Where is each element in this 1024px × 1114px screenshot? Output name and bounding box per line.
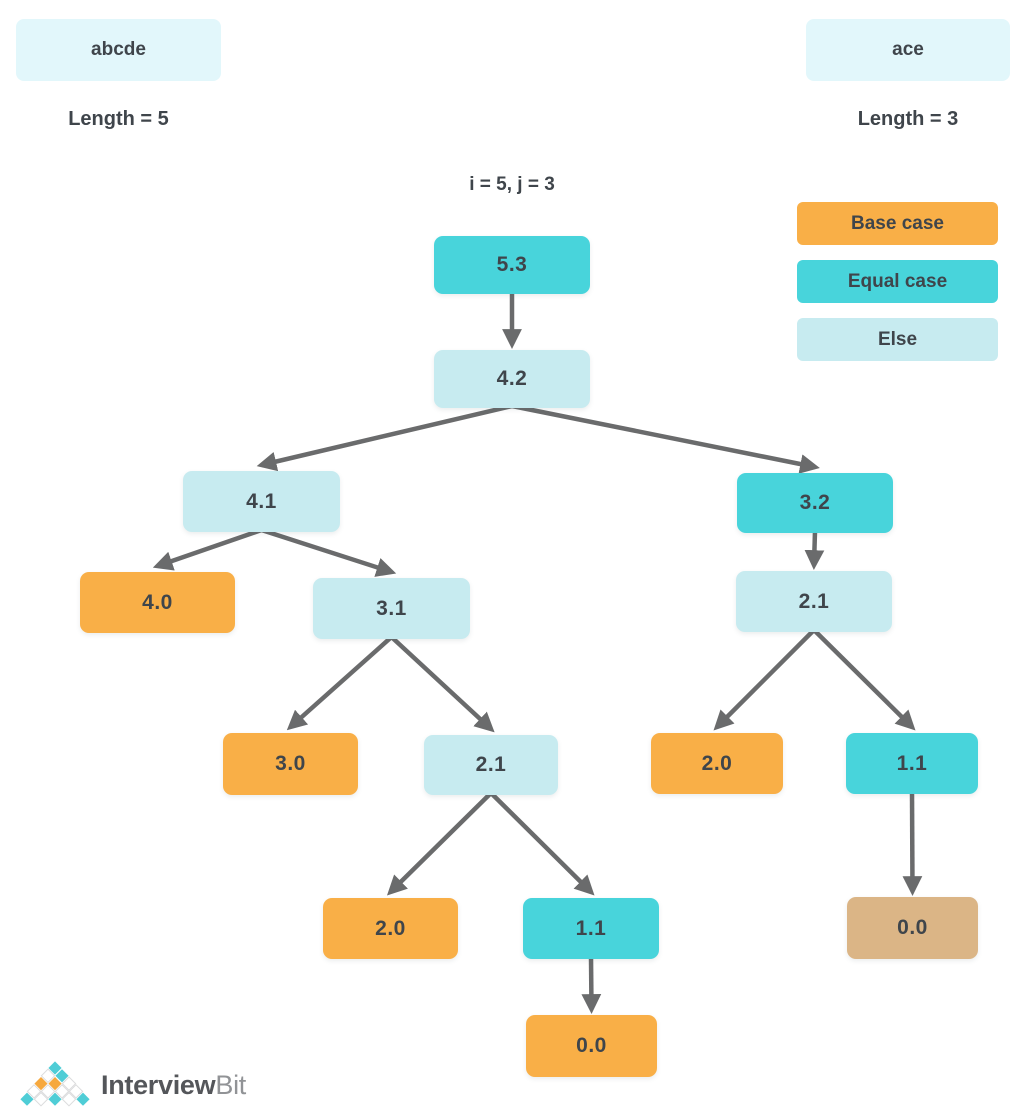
logo-diamond-teal (55, 1069, 69, 1083)
logo-diamond-teal (48, 1092, 62, 1106)
logo-diamond-white (26, 1084, 42, 1099)
input-string-right: ace (892, 39, 924, 60)
logo-pyramid-icon (20, 1061, 90, 1107)
logo-diamond-orange (34, 1077, 48, 1091)
logo-diamond-white (68, 1084, 84, 1099)
logo-diamond-teal (20, 1092, 34, 1106)
logo-diamond-white (54, 1084, 70, 1099)
logo-diamond-teal (76, 1092, 90, 1106)
node-4-2: 4.2 (434, 350, 590, 408)
edge-node-1-1-mid-to-node-0-0-bottom (581, 956, 602, 1014)
length-label-left: Length = 5 (68, 108, 169, 130)
node-3-0: 3.0 (223, 733, 358, 795)
logo-diamond-white (40, 1068, 56, 1084)
legend-item-equal-case: Equal case (797, 260, 998, 303)
legend-item-else: Else (797, 318, 998, 361)
node-1-1-right: 1.1 (846, 733, 978, 794)
logo-diamond-white (61, 1076, 77, 1091)
logo-diamond-orange (48, 1077, 62, 1091)
node-4-1: 4.1 (183, 471, 340, 532)
edge-node-2-1-right-to-node-2-0-right (713, 628, 816, 731)
input-string-left: abcde (91, 39, 146, 60)
edge-node-2-1-mid-to-node-1-1-mid (489, 791, 595, 896)
input-string-box-right: ace (806, 19, 1010, 81)
edge-node-4-2-to-node-3-2 (511, 403, 820, 474)
edge-node-2-1-right-to-node-1-1-right (812, 628, 916, 731)
edge-node-2-1-mid-to-node-2-0-mid (386, 791, 493, 896)
logo-diamond-white (33, 1091, 49, 1107)
node-2-0-right: 2.0 (651, 733, 783, 794)
edge-node-4-1-to-node-4-0 (152, 527, 263, 571)
edge-node-3-2-to-node-2-1-right (804, 530, 825, 570)
edge-node-3-1-to-node-3-0 (286, 635, 393, 731)
node-3-1: 3.1 (313, 578, 470, 639)
node-4-0: 4.0 (80, 572, 235, 633)
node-3-2: 3.2 (737, 473, 893, 533)
node-2-1-right: 2.1 (736, 571, 892, 632)
length-label-right: Length = 3 (857, 108, 959, 130)
input-string-box-left: abcde (16, 19, 221, 81)
node-1-1-mid: 1.1 (523, 898, 659, 959)
node-0-0-bottom: 0.0 (526, 1015, 657, 1077)
logo-diamond-white (40, 1084, 56, 1099)
root-indices-label: i = 5, j = 3 (469, 174, 555, 195)
interviewbit-logo: InterviewBit (18, 1060, 246, 1110)
edge-node-4-2-to-node-4-1 (256, 403, 513, 472)
node-0-0-right: 0.0 (847, 897, 978, 959)
logo-text-interview: Interview (101, 1069, 216, 1100)
logo-wordmark: InterviewBit (101, 1070, 246, 1101)
legend-item-base-case: Base case (797, 202, 998, 245)
node-2-0-mid: 2.0 (323, 898, 458, 959)
logo-diamond-white (61, 1091, 77, 1107)
edge-node-4-1-to-node-3-1 (260, 527, 397, 577)
logo-text-bit: Bit (215, 1069, 246, 1100)
node-5-3: 5.3 (434, 236, 590, 294)
edge-node-1-1-right-to-node-0-0-right (902, 791, 923, 896)
edge-node-3-1-to-node-2-1-mid (389, 635, 495, 733)
node-2-1-mid: 2.1 (424, 735, 558, 795)
